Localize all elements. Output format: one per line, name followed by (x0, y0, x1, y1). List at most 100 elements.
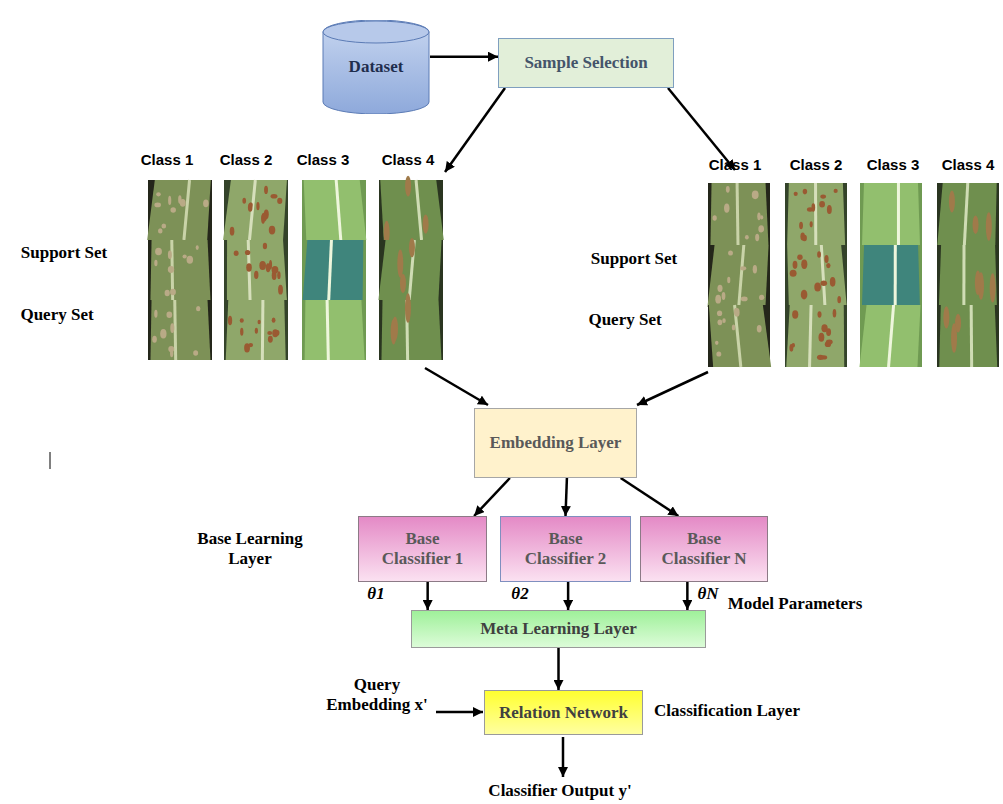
leaf-spot (717, 319, 722, 325)
leaf-spot (261, 213, 266, 222)
class-label: Class 4 (937, 156, 999, 173)
leaf-spot (230, 227, 235, 236)
arrow-line (425, 368, 488, 405)
leaf-spot (168, 346, 174, 352)
leaf-midrib (810, 305, 812, 367)
leaf-spot (272, 266, 279, 274)
leaf-spot (203, 200, 209, 208)
leaf-blade (380, 180, 443, 240)
leaf-image-grid (147, 176, 999, 367)
thumbnail-ground (860, 183, 922, 245)
leaf-blade (305, 300, 365, 360)
leaf-thumbnail (708, 305, 771, 367)
leaf-midrib (814, 183, 817, 245)
leaf-spot (817, 311, 821, 317)
leaf-midrib (329, 240, 332, 300)
leaf-thumbnail (379, 293, 443, 360)
class-label: Class 1 (698, 156, 772, 173)
classifier-box: Base Classifier 1 (358, 516, 487, 582)
leaf-spot (793, 261, 798, 269)
leaf-spot (266, 263, 271, 272)
leaf-midrib (336, 180, 341, 240)
blight-lesion (943, 306, 949, 328)
leaf-spot (156, 192, 161, 196)
leaf-spot (814, 283, 821, 292)
leaf-midrib (962, 245, 965, 307)
leaf-spot (180, 199, 186, 207)
leaf-spot (240, 318, 244, 323)
process-box: Sample Selection (498, 38, 674, 88)
cylinder-top (323, 21, 429, 43)
leaf-spot (790, 270, 797, 277)
leaf-thumbnail (148, 300, 212, 360)
thumbnail-ground (785, 245, 847, 307)
blight-lesion (951, 323, 957, 352)
arrow-line (562, 737, 565, 777)
leaf-spot (740, 266, 746, 270)
leaf-spot (757, 212, 760, 220)
leaf-spot (158, 228, 163, 233)
leaf-spot (278, 285, 283, 295)
leaf-spot (193, 350, 198, 355)
annotation-label: Query Embedding x' (321, 675, 433, 714)
leaf-thumbnail (785, 183, 847, 245)
layer-box: Embedding Layer (474, 408, 637, 478)
leaf-spot (165, 290, 170, 296)
leaf-spot (810, 221, 813, 227)
leaf-thumbnail (860, 245, 922, 307)
node-text: Embedding Layer (490, 433, 622, 453)
database-cylinder: Dataset (322, 20, 430, 114)
connector-arrow (621, 478, 679, 516)
blight-lesion (405, 293, 411, 322)
classifier-box: Base Classifier 2 (500, 516, 631, 582)
annotation-label: Model Parameters (710, 594, 880, 614)
leaf-midrib (970, 305, 973, 367)
leaf-blade (862, 183, 920, 245)
leaf-spot (745, 235, 749, 239)
set-label: Query Set (2, 305, 112, 325)
annotation-label: Classification Layer (642, 701, 812, 721)
leaf-blade (150, 300, 210, 360)
leaf-spot (803, 189, 807, 195)
leaf-blade (939, 305, 997, 367)
leaf-spot (246, 263, 252, 271)
annotation-label: Base Learning Layer (181, 529, 319, 568)
leaf-spot (269, 226, 276, 235)
blight-lesion (949, 191, 955, 213)
leaf-spot (717, 310, 722, 316)
leaf-spot (263, 243, 267, 250)
leaf-blade (150, 240, 210, 300)
leaf-spot (242, 198, 246, 204)
node-text: Dataset (349, 57, 404, 77)
leaf-blade (226, 300, 286, 360)
leaf-blade (303, 240, 364, 300)
leaf-spot (275, 330, 279, 336)
leaf-spot (170, 289, 176, 295)
leaf-spot (713, 215, 717, 220)
leaf-spot (734, 308, 739, 317)
leaf-thumbnail (785, 245, 847, 307)
thumbnail-ground (860, 305, 922, 367)
layer-box: Meta Learning Layer (411, 610, 706, 648)
set-label: Query Set (570, 310, 680, 330)
leaf-spot (801, 290, 808, 300)
leaf-spot (170, 207, 175, 212)
leaf-spot (161, 223, 166, 228)
leaf-spot (248, 203, 253, 212)
thumbnail-ground (224, 180, 288, 240)
leaf-spot (724, 203, 729, 212)
blight-lesion (975, 271, 981, 296)
leaf-blade (937, 183, 996, 245)
leaf-midrib (416, 180, 421, 240)
leaf-spot (254, 271, 258, 279)
leaf-blade (787, 245, 847, 307)
leaf-spot (755, 234, 759, 241)
leaf-midrib (735, 305, 741, 367)
leaf-blade (381, 300, 441, 360)
leaf-blade (939, 245, 997, 307)
arrow-line (436, 711, 483, 714)
leaf-midrib (327, 300, 328, 360)
leaf-spot (817, 251, 821, 258)
thumbnail-ground (937, 245, 999, 307)
